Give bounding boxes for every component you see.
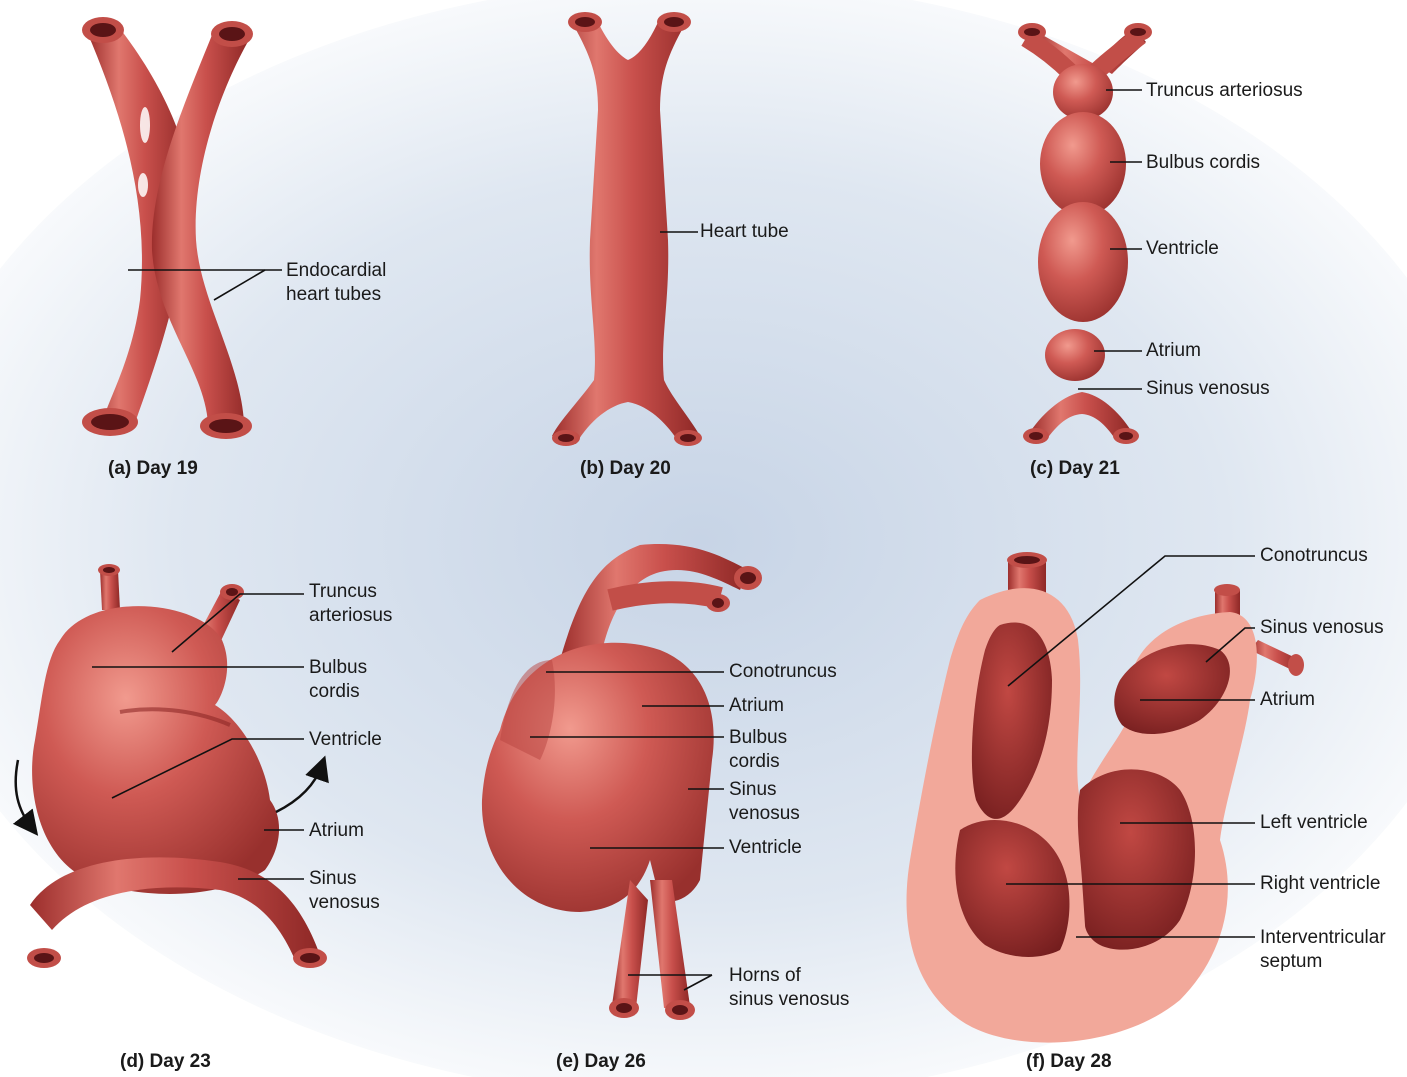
caption-day21: (c) Day 21 [1030,458,1120,480]
label-left-ventricle: Left ventricle [1260,811,1368,835]
label-horns-of-sinus-venosus: Horns of sinus venosus [729,964,849,1012]
caption-day20: (b) Day 20 [580,458,671,480]
label-ventricle-e: Ventricle [729,836,802,860]
label-atrium-e: Atrium [729,694,784,718]
label-atrium-c: Atrium [1146,339,1201,363]
label-bulbus-cordis-c: Bulbus cordis [1146,151,1260,175]
label-bulbus-cordis-e: Bulbus cordis [729,726,787,774]
label-sinus-venosus-e: Sinus venosus [729,778,800,826]
label-ventricle-d: Ventricle [309,728,382,752]
label-truncus-arteriosus-c: Truncus arteriosus [1146,79,1303,103]
label-truncus-arteriosus-d: Truncus arteriosus [309,580,392,628]
label-right-ventricle: Right ventricle [1260,872,1380,896]
caption-day23: (d) Day 23 [120,1051,211,1073]
label-heart-tube: Heart tube [700,220,789,244]
caption-day28: (f) Day 28 [1026,1051,1112,1073]
label-conotruncus-f: Conotruncus [1260,544,1368,568]
label-ventricle-c: Ventricle [1146,237,1219,261]
label-conotruncus-e: Conotruncus [729,660,837,684]
label-sinus-venosus-f: Sinus venosus [1260,616,1384,640]
label-sinus-venosus-c: Sinus venosus [1146,377,1270,401]
label-endocardial-heart-tubes: Endocardial heart tubes [286,259,386,307]
label-atrium-f: Atrium [1260,688,1315,712]
caption-day19: (a) Day 19 [108,458,198,480]
label-atrium-d: Atrium [309,819,364,843]
label-bulbus-cordis-d: Bulbus cordis [309,656,367,704]
label-sinus-venosus-d: Sinus venosus [309,867,380,915]
caption-day26: (e) Day 26 [556,1051,646,1073]
label-interventricular-septum: Interventricular septum [1260,926,1386,974]
